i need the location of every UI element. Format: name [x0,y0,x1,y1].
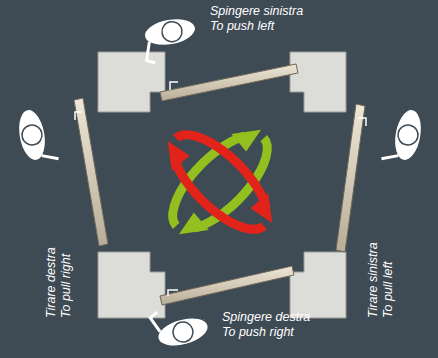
caption-label: To push left [210,19,274,33]
caption-label: Tirare destra [44,247,58,318]
handle [75,82,366,296]
wall-frame [98,52,346,318]
rotation-arrows [155,117,285,247]
person-figure [15,15,426,352]
caption-label: Spingere destra [222,310,310,324]
caption-label: Spingere sinistra [210,4,303,18]
door-panel [74,64,365,305]
caption-label: To push right [222,325,294,339]
caption-label: To pull left [381,261,395,318]
caption-label: To pull right [59,254,73,318]
caption-label: Tirare sinistra [366,242,380,318]
